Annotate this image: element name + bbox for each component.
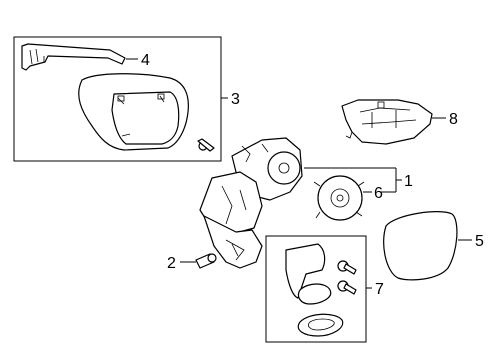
mirror-glass-part bbox=[383, 211, 458, 281]
bolt-part bbox=[195, 253, 217, 269]
callout-2: 2 bbox=[167, 255, 176, 272]
mirror-cover-part bbox=[78, 73, 189, 151]
cover-screw-part bbox=[197, 138, 215, 152]
callout-3: 3 bbox=[231, 91, 240, 108]
group-box-7 bbox=[265, 235, 367, 343]
callout-5: 5 bbox=[475, 233, 484, 250]
gasket-bolt-2 bbox=[337, 280, 357, 295]
callout-6: 6 bbox=[374, 185, 383, 202]
callout-4: 4 bbox=[141, 52, 150, 69]
callout-1: 1 bbox=[404, 173, 413, 190]
mirror-bracket-part bbox=[341, 99, 433, 145]
gasket-bolt-1 bbox=[337, 260, 357, 275]
callout-7: 7 bbox=[375, 281, 384, 298]
callout-8: 8 bbox=[449, 111, 458, 128]
leader-lines bbox=[126, 58, 472, 289]
gasket-set-part bbox=[285, 243, 357, 337]
mirror-motor-assembly-part bbox=[199, 137, 303, 269]
trim-strip-part bbox=[21, 43, 126, 71]
group-box-3 bbox=[13, 36, 222, 162]
actuator-gear-part bbox=[313, 175, 365, 221]
